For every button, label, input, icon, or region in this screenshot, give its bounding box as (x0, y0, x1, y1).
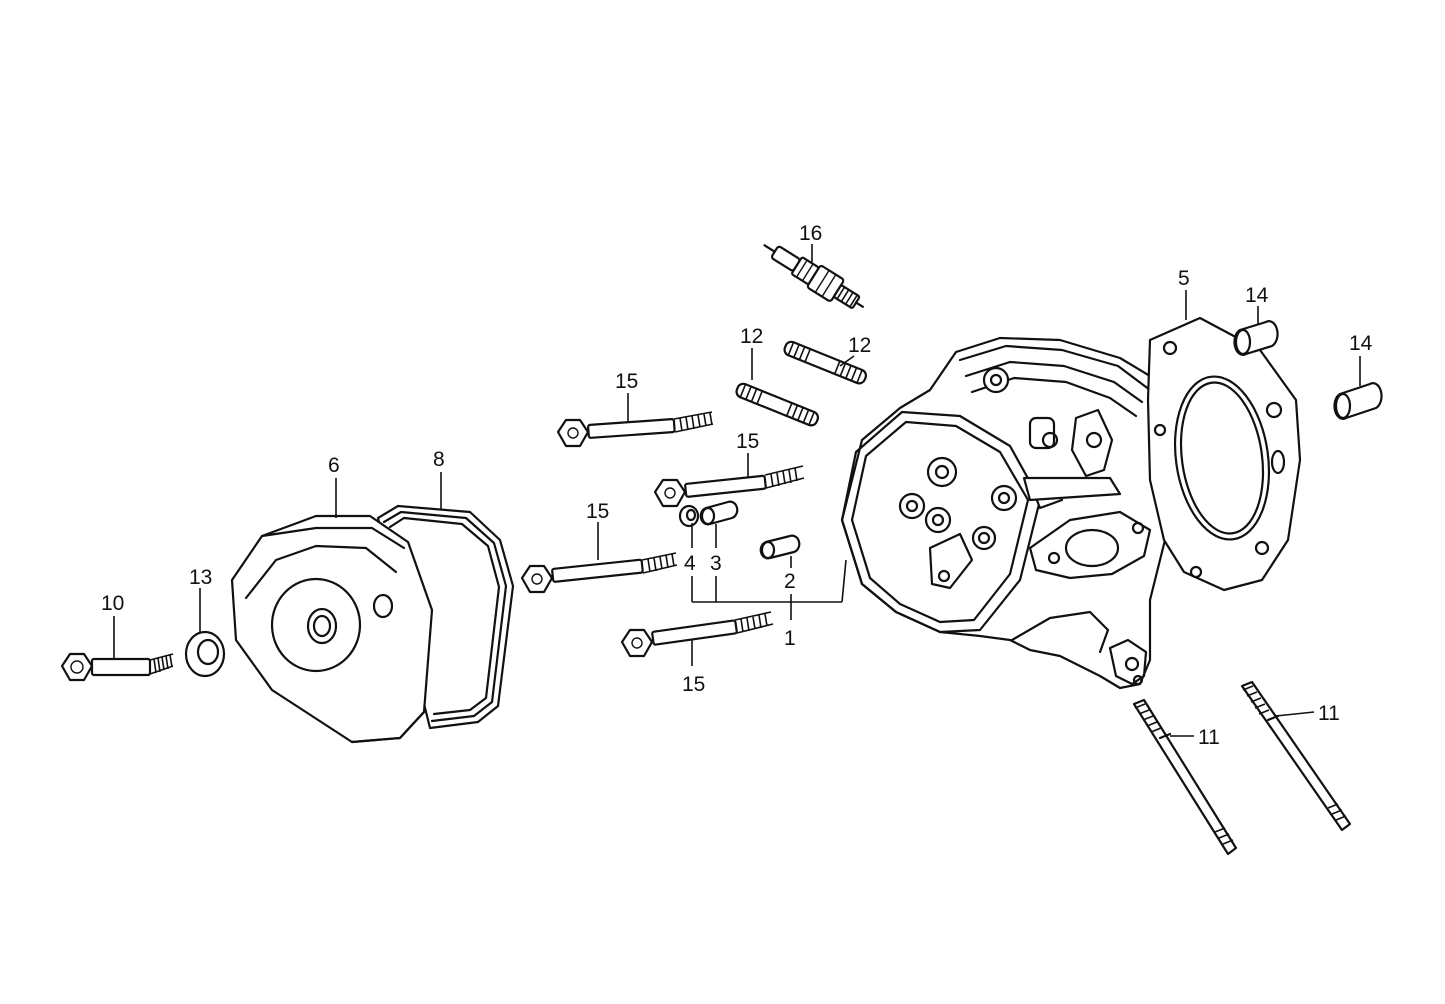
callout-8: 8 (433, 448, 445, 471)
part-2-dowel (759, 534, 801, 560)
part-15-bolt-middle (653, 465, 805, 508)
part-15-bolt-upper (556, 411, 714, 448)
callout-1: 1 (784, 627, 796, 650)
callout-16: 16 (799, 222, 822, 245)
callout-6: 6 (328, 454, 340, 477)
part-10-flange-bolt (60, 652, 174, 682)
callout-14-lower: 14 (1349, 332, 1373, 355)
part-14-dowel-lower (1333, 382, 1383, 420)
callout-12-left: 12 (740, 325, 763, 348)
part-13-washer (184, 630, 226, 678)
callout-15-upper: 15 (615, 370, 638, 393)
part-16-spark-plug (763, 244, 864, 309)
part-3-dowel (699, 500, 739, 526)
part-11-stud-right (1240, 680, 1352, 832)
part-4-clip (678, 504, 700, 528)
part-1-cylinder-head (840, 336, 1182, 690)
callout-15-left: 15 (586, 500, 609, 523)
leader-lines (113, 244, 1361, 737)
part-12-stud-right (783, 340, 868, 385)
callout-4: 4 (684, 552, 696, 575)
callout-14-upper: 14 (1245, 284, 1269, 307)
callout-13: 13 (189, 566, 212, 589)
callout-15-lower: 15 (682, 673, 705, 696)
part-15-bolt-left (520, 552, 678, 594)
callout-11-left: 11 (1198, 726, 1220, 749)
callout-3: 3 (710, 552, 722, 575)
callout-5: 5 (1178, 267, 1190, 290)
part-14-dowel-upper (1233, 320, 1279, 356)
part-12-stud-left (735, 382, 820, 427)
callout-11-right: 11 (1318, 702, 1340, 725)
callout-15-middle: 15 (736, 430, 759, 453)
callout-12-right: 12 (848, 334, 871, 357)
part-11-stud-left (1132, 698, 1238, 856)
callout-labels: 1 2 3 4 5 6 8 10 11 11 12 12 13 14 14 15… (101, 222, 1373, 749)
callout-2: 2 (784, 570, 796, 593)
part-5-head-gasket (1146, 316, 1302, 592)
part-6-head-cover (230, 514, 434, 744)
callout-10: 10 (101, 592, 124, 615)
part-15-bolt-lower (620, 611, 774, 658)
